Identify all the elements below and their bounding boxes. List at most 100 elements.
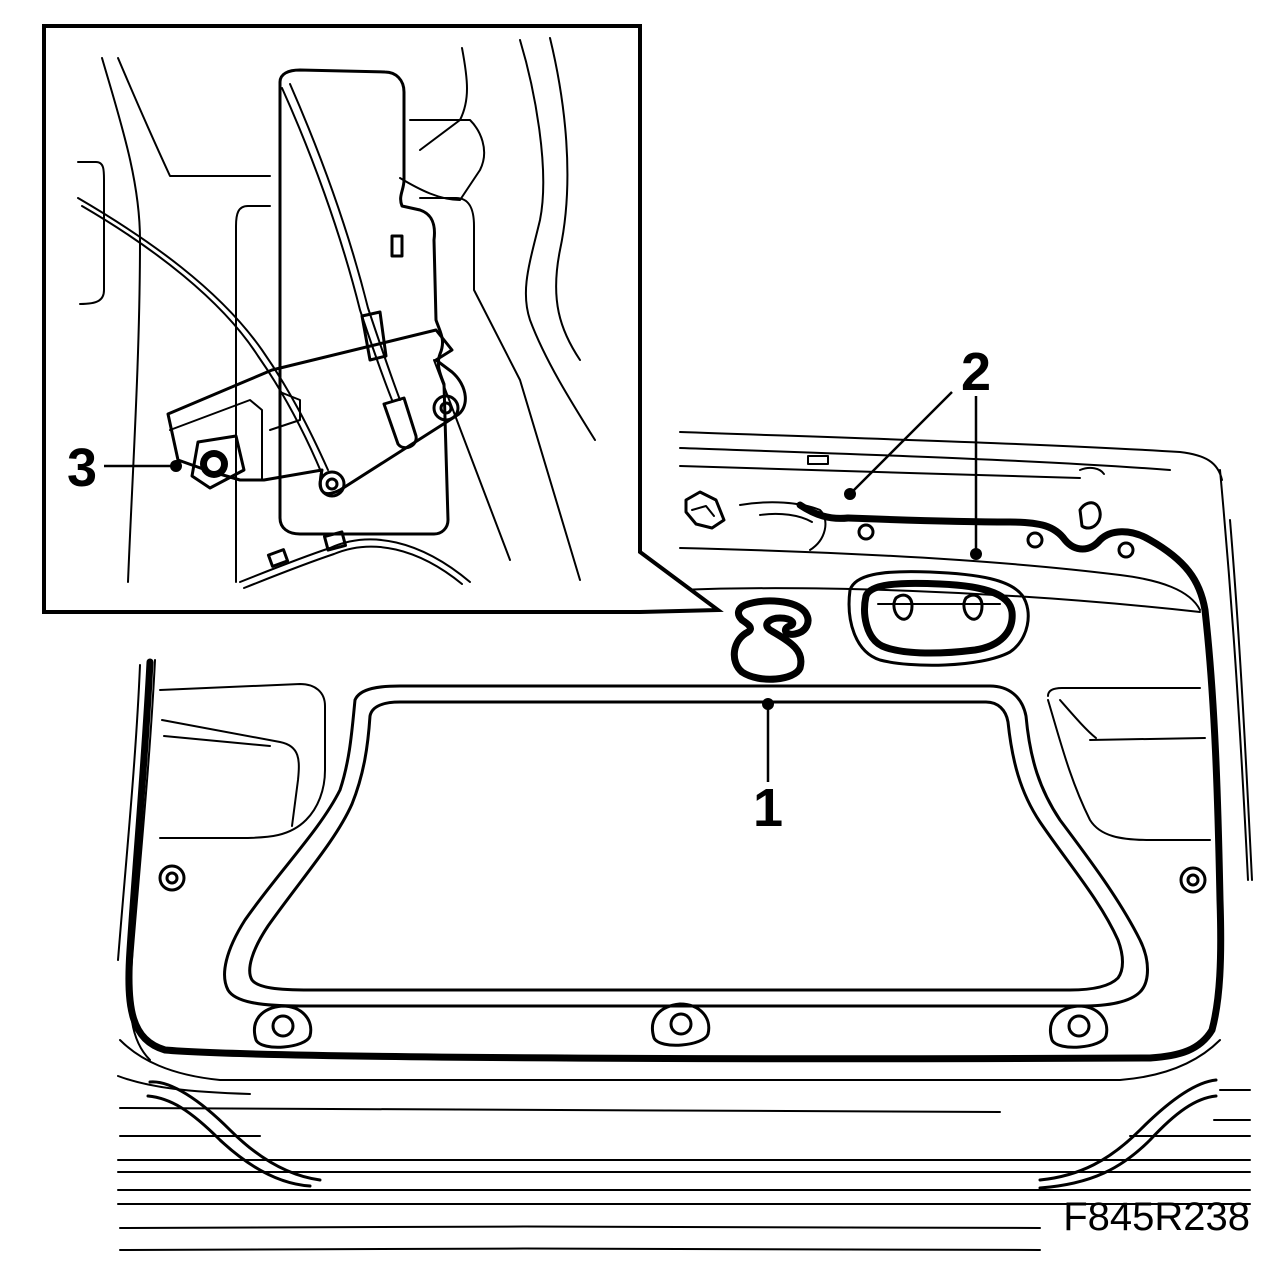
lower-frame-line-9 xyxy=(119,1225,1041,1229)
latch-bracket xyxy=(684,490,726,530)
upper-left-recess-inner xyxy=(759,512,813,523)
inset-contour-8 xyxy=(399,119,486,201)
harness-clips xyxy=(857,501,1135,559)
upper-panel-line xyxy=(679,547,1201,611)
inset-harness-clip xyxy=(266,548,290,568)
fastener xyxy=(1179,866,1207,894)
right-pocket-outer xyxy=(1047,699,1211,841)
trim-clip xyxy=(730,597,812,683)
lid-top-edge-inner xyxy=(679,447,1171,471)
bolt-head-center xyxy=(207,457,221,471)
fastener-center xyxy=(1186,873,1200,887)
wiring-harness-right xyxy=(844,514,1225,1062)
callout-3-dot xyxy=(170,460,182,472)
callout-2-label: 2 xyxy=(961,342,991,402)
inset-release-cable xyxy=(77,197,329,471)
lower-frame-line-5 xyxy=(117,1157,1251,1161)
inset-bracket-edge xyxy=(169,399,263,481)
inset-contour-3 xyxy=(77,161,105,305)
callout-2-leader-a xyxy=(851,391,953,493)
latch-bracket-detail xyxy=(691,505,715,517)
inset-rod-sleeve xyxy=(360,310,388,362)
fastener xyxy=(271,1014,295,1038)
callout-2-dot-b xyxy=(970,548,982,560)
license-lamp-housing xyxy=(847,570,1030,667)
right-pocket-top xyxy=(1047,687,1201,697)
left-pocket-outer xyxy=(159,683,326,839)
fastener-center xyxy=(165,871,179,885)
fastener xyxy=(669,1012,693,1036)
left-pocket-inner xyxy=(161,719,300,827)
fastener-boss xyxy=(1049,1004,1109,1049)
wiring-harness-lead xyxy=(796,501,852,522)
inset-contour-1 xyxy=(101,57,141,583)
inset-cable-end xyxy=(318,470,346,498)
right-pocket-crease xyxy=(1089,737,1206,741)
hinge-arm-left xyxy=(148,1080,322,1182)
lamp-screw-left xyxy=(892,593,914,621)
inner-trim-panel-outer xyxy=(223,684,1149,1008)
inset-contour-4 xyxy=(235,205,271,583)
body-contour-left-inner xyxy=(117,664,141,961)
harness-clip xyxy=(1026,531,1044,549)
body-contour-right-inner xyxy=(1229,519,1253,881)
wiring-harness-bottom xyxy=(125,658,1154,1063)
inset-edge-line-2 xyxy=(419,197,581,581)
figure-code: F845R238 xyxy=(1063,1195,1250,1239)
hinge-arm-right-inner xyxy=(1038,1094,1218,1190)
lid-top-clip xyxy=(1079,466,1105,475)
hinge-arm-left-inner xyxy=(146,1094,312,1188)
callout-1-label: 1 xyxy=(753,778,783,838)
inset-mounting-plate xyxy=(278,68,450,536)
left-pocket-crease xyxy=(163,735,271,747)
inset-rod xyxy=(281,87,393,401)
inset-pivot xyxy=(432,394,460,422)
lamp-housing-seal xyxy=(861,579,1016,657)
inset-lower-harness xyxy=(239,538,471,583)
inset-release-cable-2 xyxy=(81,205,323,475)
callouts: 1 2 3 xyxy=(67,342,991,838)
inset-harness-clip xyxy=(322,530,348,552)
inset-pivot-center xyxy=(439,401,453,415)
inner-trim-panel-inner xyxy=(248,700,1124,992)
right-pocket-inner xyxy=(1059,699,1097,739)
callout-3-label: 3 xyxy=(67,438,97,498)
inset-rod-clip xyxy=(382,396,418,450)
hinge-arm-right xyxy=(1038,1078,1218,1182)
harness-grommet xyxy=(1078,501,1102,530)
lid-top-tab xyxy=(807,455,829,465)
lamp-housing-outer xyxy=(847,570,1030,667)
lamp-screw-right xyxy=(962,593,984,621)
lower-frame-line-1 xyxy=(119,1039,1221,1081)
upper-left-recess xyxy=(739,501,827,551)
inset-cable-end-center xyxy=(325,477,339,491)
inset-contour-2 xyxy=(117,57,271,177)
lower-frame-line-7 xyxy=(117,1187,1251,1191)
callout-2-dot-a xyxy=(844,488,856,500)
inset-lock-bracket xyxy=(166,328,467,496)
fastener xyxy=(158,864,186,892)
inset-lower-harness-2 xyxy=(243,545,463,589)
lid-top-flange xyxy=(679,465,1081,479)
fastener-boss xyxy=(651,1002,711,1047)
inset-plate-slot xyxy=(390,234,404,258)
inset-edge-line xyxy=(433,359,511,561)
callout-1-dot xyxy=(762,698,774,710)
inset-rod-2 xyxy=(289,83,401,401)
bolt-plate xyxy=(190,434,246,490)
panel-fasteners xyxy=(158,864,1207,1049)
fastener-boss xyxy=(253,1004,313,1049)
lid-top-edge xyxy=(679,431,1223,481)
fastener xyxy=(1067,1014,1091,1038)
trunk-lid-view xyxy=(117,431,1253,1251)
body-contour-right-outer xyxy=(1219,469,1249,881)
lower-frame-line-3 xyxy=(119,1107,1001,1113)
inset-contour-7 xyxy=(519,39,596,441)
harness-clip xyxy=(857,523,875,541)
lower-frame-line-10 xyxy=(119,1247,1041,1251)
upper-panel-crease xyxy=(679,587,1201,613)
inset-contour-6 xyxy=(549,37,581,361)
harness-clip xyxy=(1117,541,1135,559)
detail-inset xyxy=(42,24,724,614)
